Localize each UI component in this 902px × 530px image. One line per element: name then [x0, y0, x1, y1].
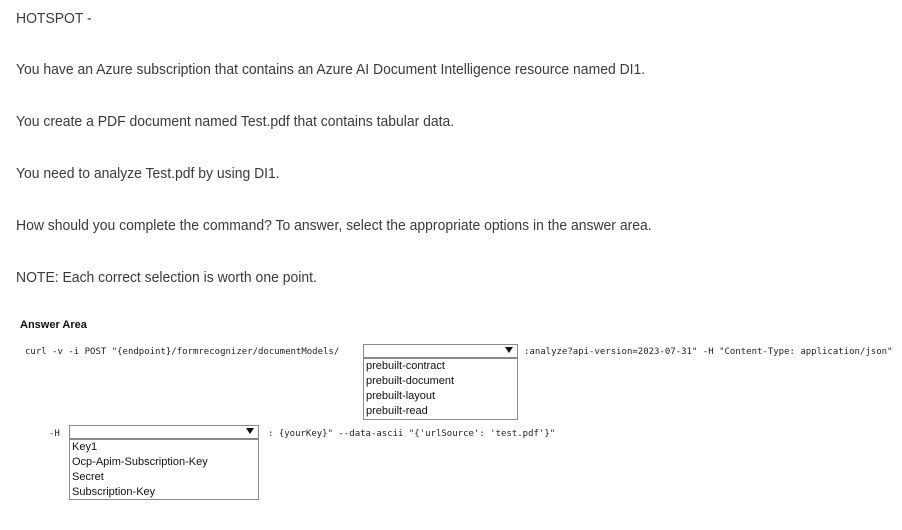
option-key1[interactable]: Key1 [72, 441, 98, 453]
answer-area-title: Answer Area [20, 319, 87, 331]
option-prebuilt-document[interactable]: prebuilt-document [366, 375, 455, 387]
option-prebuilt-layout[interactable]: prebuilt-layout [366, 390, 436, 402]
command-line1-prefix: curl -v -i POST "{endpoint}/formrecogniz… [25, 347, 340, 357]
option-subscription-key[interactable]: Subscription-Key [72, 486, 156, 498]
question-paragraph-5: NOTE: Each correct selection is worth on… [16, 269, 317, 286]
model-dropdown[interactable] [363, 344, 518, 358]
question-paragraph-2: You create a PDF document named Test.pdf… [16, 113, 455, 130]
option-prebuilt-read[interactable]: prebuilt-read [366, 405, 428, 417]
chevron-down-icon [246, 428, 254, 434]
command-line1-suffix: :analyze?api-version=2023-07-31" -H "Con… [524, 347, 893, 357]
model-options-list: prebuilt-contract prebuilt-document preb… [363, 358, 518, 420]
question-paragraph-4: How should you complete the command? To … [16, 217, 652, 234]
option-ocp-apim-subscription-key[interactable]: Ocp-Apim-Subscription-Key [72, 456, 208, 468]
question-type-label: HOTSPOT - [16, 10, 92, 27]
option-prebuilt-contract[interactable]: prebuilt-contract [366, 360, 445, 372]
header-options-list: Key1 Ocp-Apim-Subscription-Key Secret Su… [69, 439, 259, 500]
question-paragraph-3: You need to analyze Test.pdf by using DI… [16, 165, 280, 182]
command-line2-suffix: : {yourKey}" --data-ascii "{'urlSource':… [268, 429, 556, 439]
option-secret[interactable]: Secret [72, 471, 104, 483]
command-line2-prefix: -H [49, 429, 60, 439]
chevron-down-icon [505, 347, 513, 353]
question-paragraph-1: You have an Azure subscription that cont… [16, 61, 646, 78]
header-dropdown[interactable] [69, 425, 259, 439]
